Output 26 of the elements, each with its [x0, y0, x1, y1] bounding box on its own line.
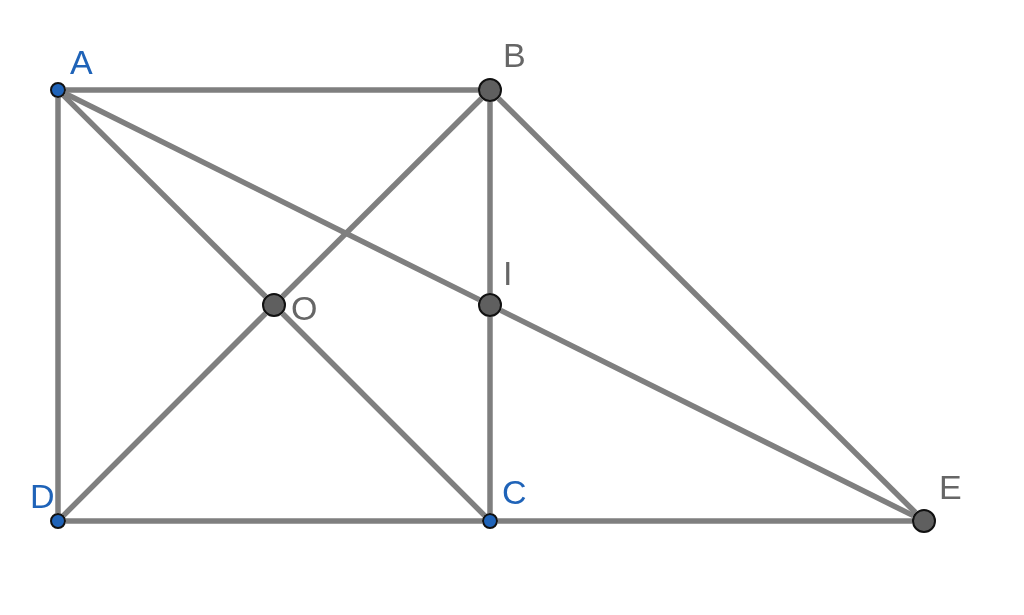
line-segment — [499, 307, 915, 519]
point-label: D — [30, 479, 55, 513]
point-label: A — [70, 45, 93, 79]
line-segment — [63, 91, 481, 303]
line-segment — [280, 96, 484, 299]
line-segment — [61, 311, 268, 518]
line-segment — [496, 96, 918, 515]
point-label: O — [291, 291, 318, 325]
point-label: I — [503, 256, 513, 290]
point-label: B — [503, 38, 526, 72]
point-dot — [50, 82, 66, 98]
line-segment — [66, 87, 478, 93]
point-dot — [478, 78, 502, 102]
point-label: E — [939, 470, 962, 504]
line-segment — [487, 102, 493, 293]
point-dot — [478, 293, 502, 317]
point-dot — [482, 513, 498, 529]
point-dot — [912, 509, 936, 533]
line-segment — [61, 93, 268, 299]
line-segment — [55, 98, 61, 513]
point-label: C — [502, 475, 527, 509]
line-segment — [498, 518, 912, 524]
line-segment — [280, 311, 487, 518]
line-segment — [487, 317, 493, 513]
line-segment — [66, 518, 482, 524]
point-dot — [50, 513, 66, 529]
